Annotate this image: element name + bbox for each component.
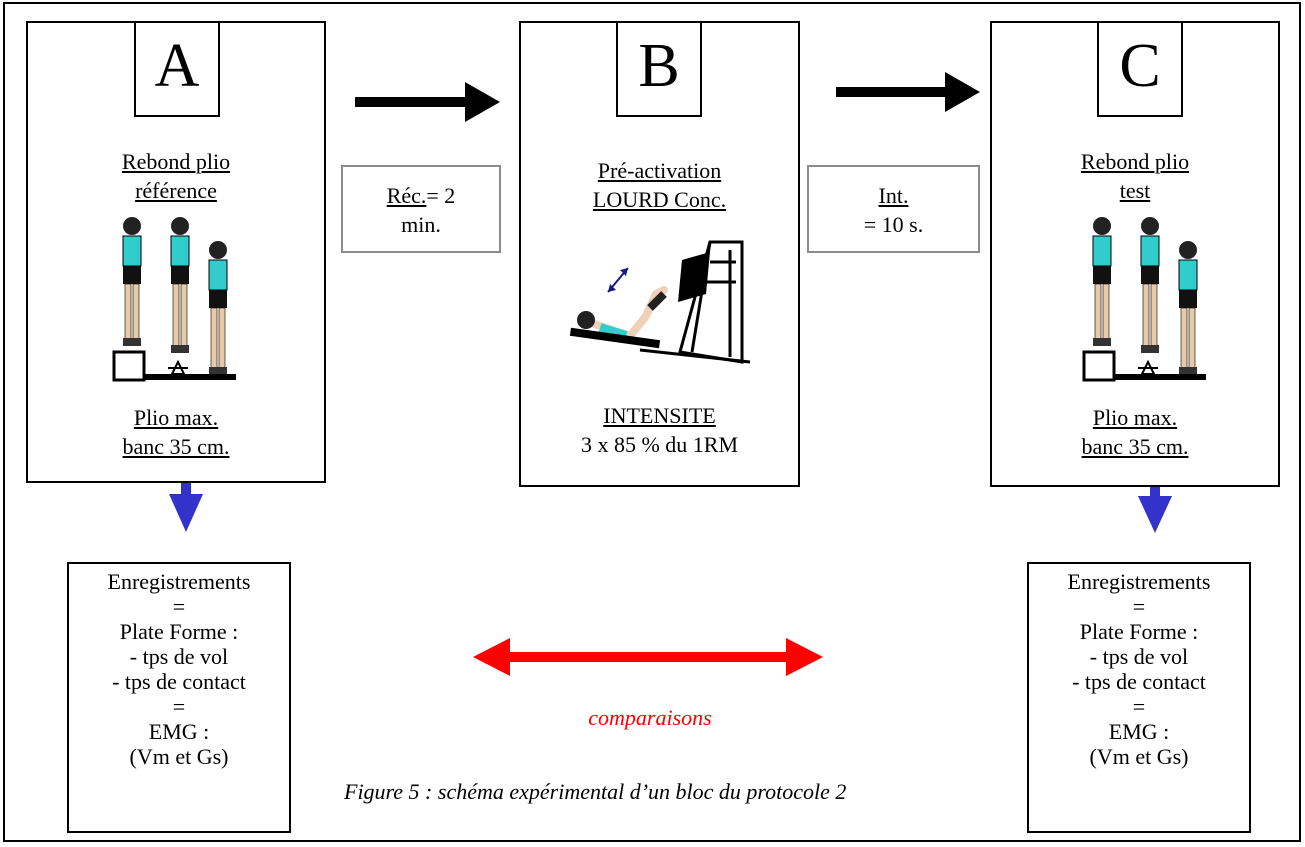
comparison-double-arrow bbox=[473, 638, 823, 676]
athlete-figure bbox=[577, 286, 668, 341]
leg-press-seat bbox=[569, 327, 661, 349]
transition-recovery-box: Réc.= 2 min. bbox=[341, 165, 501, 253]
recordings-line: - tps de contact bbox=[1072, 669, 1206, 694]
recordings-line: Plate Forme : bbox=[119, 619, 239, 644]
down-arrow-a bbox=[169, 483, 203, 532]
block-c-title-line1: Rebond plio bbox=[1080, 149, 1190, 174]
block-a-title-line2: référence bbox=[135, 178, 217, 203]
jumper-figure bbox=[1140, 217, 1160, 353]
block-c-foot-line2: banc 35 cm. bbox=[1081, 434, 1189, 459]
recordings-line: - tps de contact bbox=[112, 669, 246, 694]
block-b-title-line2: LOURD Conc. bbox=[592, 187, 727, 212]
transition-recovery-unit: min. bbox=[401, 212, 441, 237]
recordings-box-left: Enregistrements = Plate Forme : - tps de… bbox=[67, 562, 291, 833]
block-a-letter: A bbox=[134, 21, 220, 117]
transition-interval-value: = 10 s. bbox=[863, 212, 924, 237]
recordings-line: Enregistrements bbox=[107, 569, 251, 594]
block-a-foot-line1: Plio max. bbox=[133, 405, 219, 430]
jumper-figure bbox=[208, 241, 228, 374]
leg-press-sled bbox=[678, 252, 710, 302]
jumper-figure bbox=[1092, 217, 1112, 346]
block-b-foot-line2: 3 x 85 % du 1RM bbox=[580, 432, 739, 457]
right-arrow-a-to-b bbox=[355, 82, 500, 122]
block-a-title-line1: Rebond plio bbox=[121, 149, 231, 174]
jumper-figure bbox=[122, 217, 142, 346]
force-platform-sensor bbox=[1138, 359, 1158, 375]
bench-box bbox=[112, 350, 146, 382]
block-b-title-line1: Pré-activation bbox=[597, 158, 722, 183]
block-c-title-line2: test bbox=[1119, 178, 1151, 203]
force-platform bbox=[144, 374, 236, 380]
block-a-foot-line2: banc 35 cm. bbox=[122, 434, 230, 459]
block-b-letter: B bbox=[616, 21, 702, 117]
transition-recovery-value: = 2 bbox=[426, 183, 456, 208]
recordings-line: Enregistrements bbox=[1067, 569, 1211, 594]
transition-interval-box: Int. = 10 s. bbox=[807, 165, 980, 253]
transition-recovery-label: Réc. bbox=[386, 183, 427, 208]
figure-caption: Figure 5 : schéma expérimental d’un bloc… bbox=[344, 779, 847, 804]
recordings-line: = bbox=[1132, 694, 1146, 719]
right-arrow-b-to-c bbox=[836, 72, 980, 112]
comparison-label: comparaisons bbox=[588, 705, 712, 730]
jumper-figure bbox=[1178, 241, 1198, 374]
jumpers-illustration-c bbox=[1082, 217, 1206, 382]
movement-double-arrow-icon bbox=[607, 267, 629, 293]
recordings-line: (Vm et Gs) bbox=[129, 744, 229, 769]
recordings-line: EMG : bbox=[1108, 719, 1170, 744]
force-platform-sensor bbox=[168, 359, 188, 375]
recordings-line: = bbox=[172, 694, 186, 719]
block-c-foot-line1: Plio max. bbox=[1092, 405, 1178, 430]
down-arrow-c bbox=[1138, 487, 1172, 533]
recordings-line: = bbox=[1132, 594, 1146, 619]
force-platform bbox=[1114, 374, 1206, 380]
jumper-figure bbox=[170, 217, 190, 353]
bench-box bbox=[1082, 350, 1116, 382]
block-c-letter: C bbox=[1097, 21, 1183, 117]
recordings-line: EMG : bbox=[148, 719, 210, 744]
figure-frame bbox=[3, 2, 1301, 842]
recordings-box-right: Enregistrements = Plate Forme : - tps de… bbox=[1027, 562, 1251, 833]
recordings-line: - tps de vol bbox=[129, 644, 229, 669]
recordings-line: = bbox=[172, 594, 186, 619]
recordings-line: Plate Forme : bbox=[1079, 619, 1199, 644]
recordings-line: (Vm et Gs) bbox=[1089, 744, 1189, 769]
leg-press-illustration bbox=[569, 240, 751, 364]
recordings-line: - tps de vol bbox=[1089, 644, 1189, 669]
jumpers-illustration-a bbox=[112, 217, 236, 382]
transition-interval-label: Int. bbox=[878, 183, 909, 208]
block-b-foot-line1: INTENSITE bbox=[603, 403, 716, 428]
